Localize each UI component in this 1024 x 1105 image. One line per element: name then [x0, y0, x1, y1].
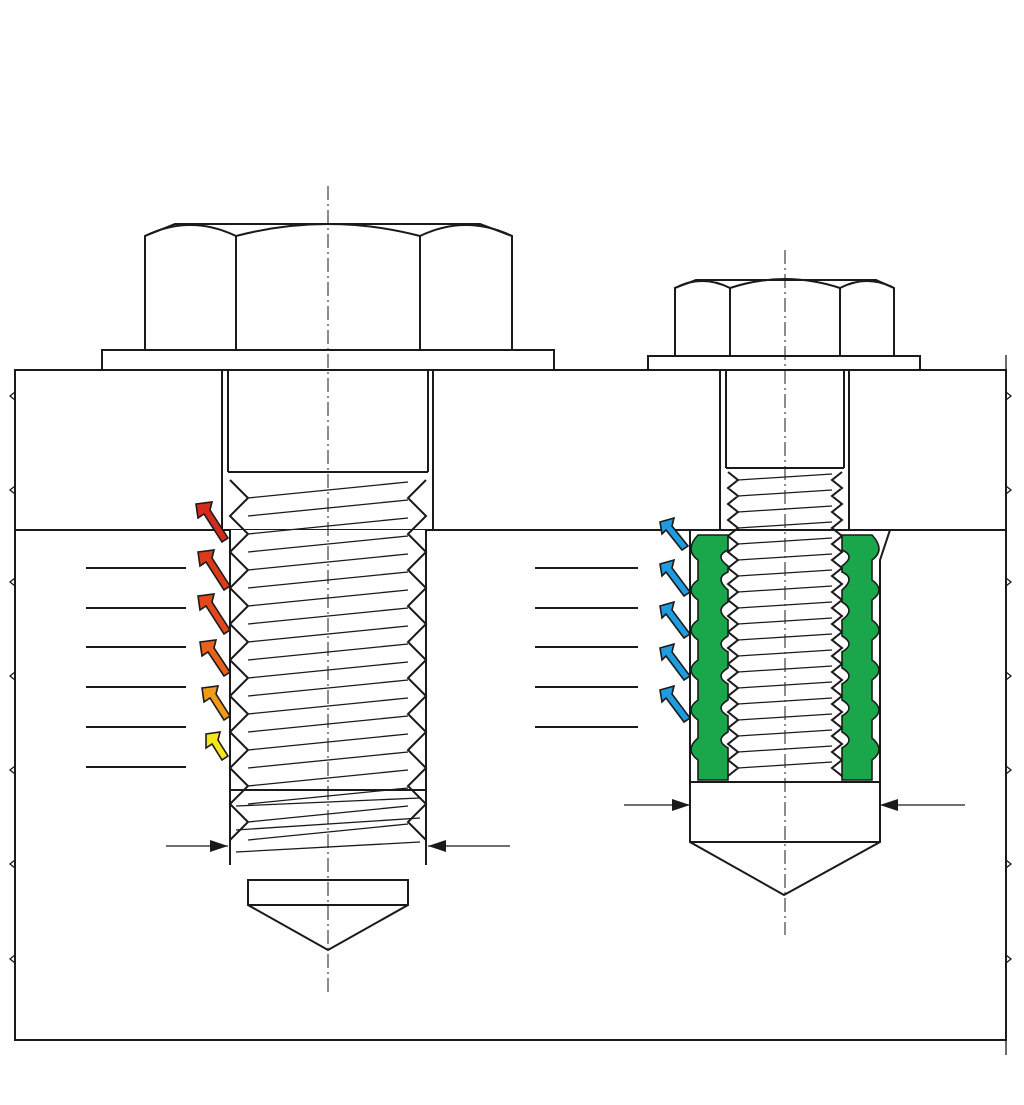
right-stress-arrow-2 [659, 558, 692, 598]
left-stress-arrow-2 [197, 549, 232, 592]
left-stress-arrows [195, 501, 232, 762]
break-marks [8, 355, 1013, 1055]
right-washer [647, 355, 921, 371]
left-stress-arrow-6 [205, 731, 230, 762]
left-bolt-assembly [86, 186, 555, 995]
left-diameter-dimension [166, 840, 510, 852]
right-stress-arrow-5 [659, 684, 692, 724]
right-stress-arrows [659, 516, 692, 724]
right-leader-lines [535, 567, 638, 728]
clamped-plate [14, 369, 1007, 531]
right-stress-arrow-3 [659, 600, 692, 640]
left-stress-arrow-3 [197, 593, 232, 636]
right-thread-profile-right [830, 471, 844, 777]
right-stress-arrow-4 [659, 642, 692, 682]
left-stress-arrow-1 [195, 501, 230, 544]
left-thread-profile-right [406, 479, 428, 841]
right-insert-coil-right [841, 534, 880, 781]
left-thread-profile-left [228, 479, 250, 841]
left-stress-arrow-5 [201, 685, 232, 722]
left-leader-lines [86, 567, 186, 768]
right-insert-coil-left [690, 534, 729, 781]
right-diameter-dimension [624, 799, 965, 811]
left-stress-arrow-4 [199, 639, 232, 678]
right-bolt-assembly [535, 250, 965, 935]
right-stress-arrow-1 [659, 516, 690, 552]
